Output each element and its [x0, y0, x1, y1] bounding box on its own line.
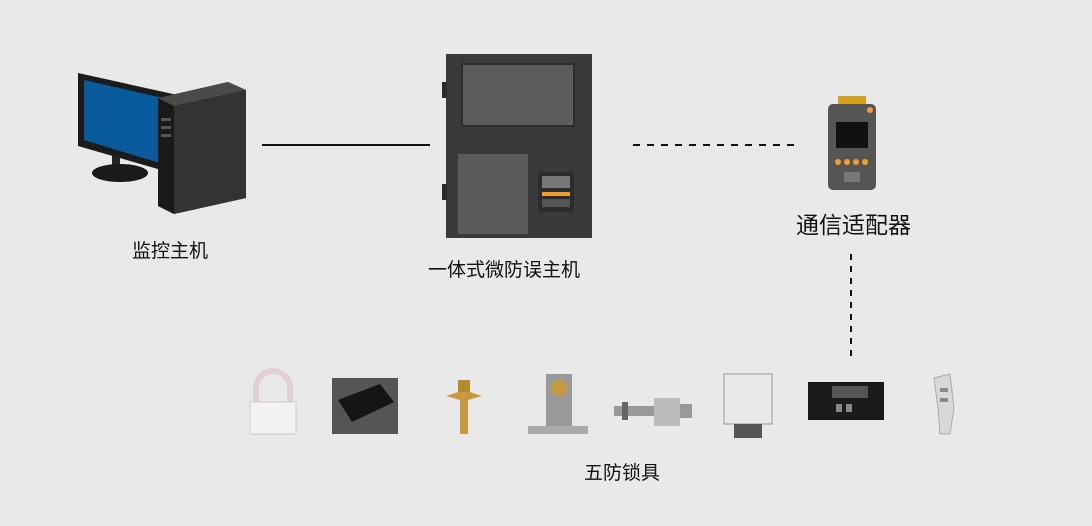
bolt-lock-icon — [614, 398, 692, 426]
electronic-lock-icon — [808, 382, 884, 420]
monitor-host-label: 监控主机 — [132, 240, 209, 262]
cabinet-lock-icon — [723, 373, 773, 438]
bracket-lock-icon — [528, 374, 588, 434]
anti-misop-host-label: 一体式微防误主机 — [428, 259, 581, 281]
key-icon — [933, 373, 955, 435]
cabinet-icon — [442, 54, 592, 238]
wing-bolt-icon — [446, 380, 482, 434]
padlock-icon — [249, 368, 297, 435]
locks-label: 五防锁具 — [584, 462, 661, 484]
comm-adapter-label: 通信适配器 — [796, 213, 911, 239]
computer-icon — [78, 73, 246, 214]
adapter-icon — [828, 96, 876, 190]
magnetic-lock-icon — [332, 378, 398, 434]
